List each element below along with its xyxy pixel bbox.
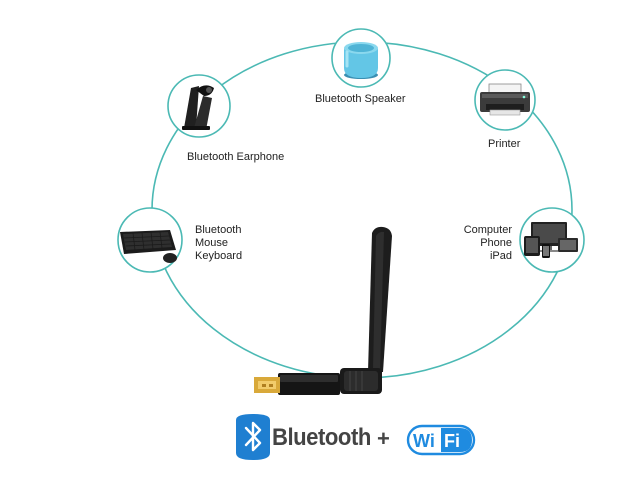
devices-icon xyxy=(524,222,578,258)
node-printer xyxy=(474,69,536,131)
label-printer: Printer xyxy=(488,138,520,151)
label-speaker: Bluetooth Speaker xyxy=(315,93,406,106)
keyboard-mouse-icon xyxy=(120,230,177,263)
label-computer: Computer Phone iPad xyxy=(462,224,512,263)
usb-antenna-adapter-icon xyxy=(254,226,392,395)
node-keyboard xyxy=(117,207,183,273)
label-line: Bluetooth Earphone xyxy=(187,151,285,163)
wifi-logo-icon: Wi Fi xyxy=(406,424,476,456)
node-earphone xyxy=(167,74,231,138)
label-line: Bluetooth xyxy=(195,224,242,236)
node-speaker xyxy=(331,28,391,88)
label-line: Printer xyxy=(488,138,521,150)
printer-icon xyxy=(480,83,530,116)
plus-sign: + xyxy=(377,426,390,451)
label-line: iPad xyxy=(489,250,512,262)
node-computer xyxy=(519,207,585,273)
label-line: Computer xyxy=(463,224,512,236)
label-keyboard: Bluetooth Mouse Keyboard xyxy=(195,224,242,263)
wifi-text-right: Fi xyxy=(444,431,460,451)
label-earphone: Bluetooth Earphone xyxy=(187,151,284,164)
label-line: Keyboard xyxy=(195,250,243,262)
bluetooth-logo-icon xyxy=(236,414,270,460)
speaker-icon xyxy=(344,42,378,79)
label-line: Bluetooth Speaker xyxy=(315,93,406,105)
label-line: Mouse xyxy=(195,237,229,249)
bluetooth-wordmark: Bluetooth xyxy=(272,424,371,451)
label-line: Phone xyxy=(480,237,512,249)
wifi-text-left: Wi xyxy=(413,431,435,451)
earphone-icon xyxy=(182,85,214,130)
